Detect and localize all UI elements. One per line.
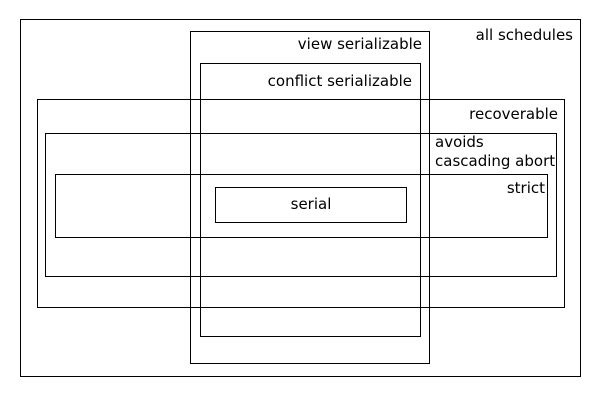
view-serializable-box <box>190 31 430 364</box>
avoids-cascading-abort-label: avoids cascading abort <box>435 133 555 171</box>
serial-box <box>215 187 407 223</box>
all-schedules-label: all schedules <box>475 26 573 44</box>
conflict-serializable-label: conflict serializable <box>267 72 412 90</box>
strict-label: strict <box>506 179 545 197</box>
all-schedules-box <box>20 19 581 377</box>
avoids-cascading-abort-label-line1: avoids <box>435 133 484 151</box>
view-serializable-label: view serializable <box>297 35 422 53</box>
conflict-serializable-box <box>200 63 421 337</box>
avoids-cascading-abort-box <box>45 133 557 277</box>
strict-box <box>55 174 548 238</box>
avoids-cascading-abort-label-line2: cascading abort <box>435 152 556 170</box>
recoverable-label: recoverable <box>469 105 558 123</box>
serial-label: serial <box>290 195 332 213</box>
recoverable-box <box>37 99 565 308</box>
